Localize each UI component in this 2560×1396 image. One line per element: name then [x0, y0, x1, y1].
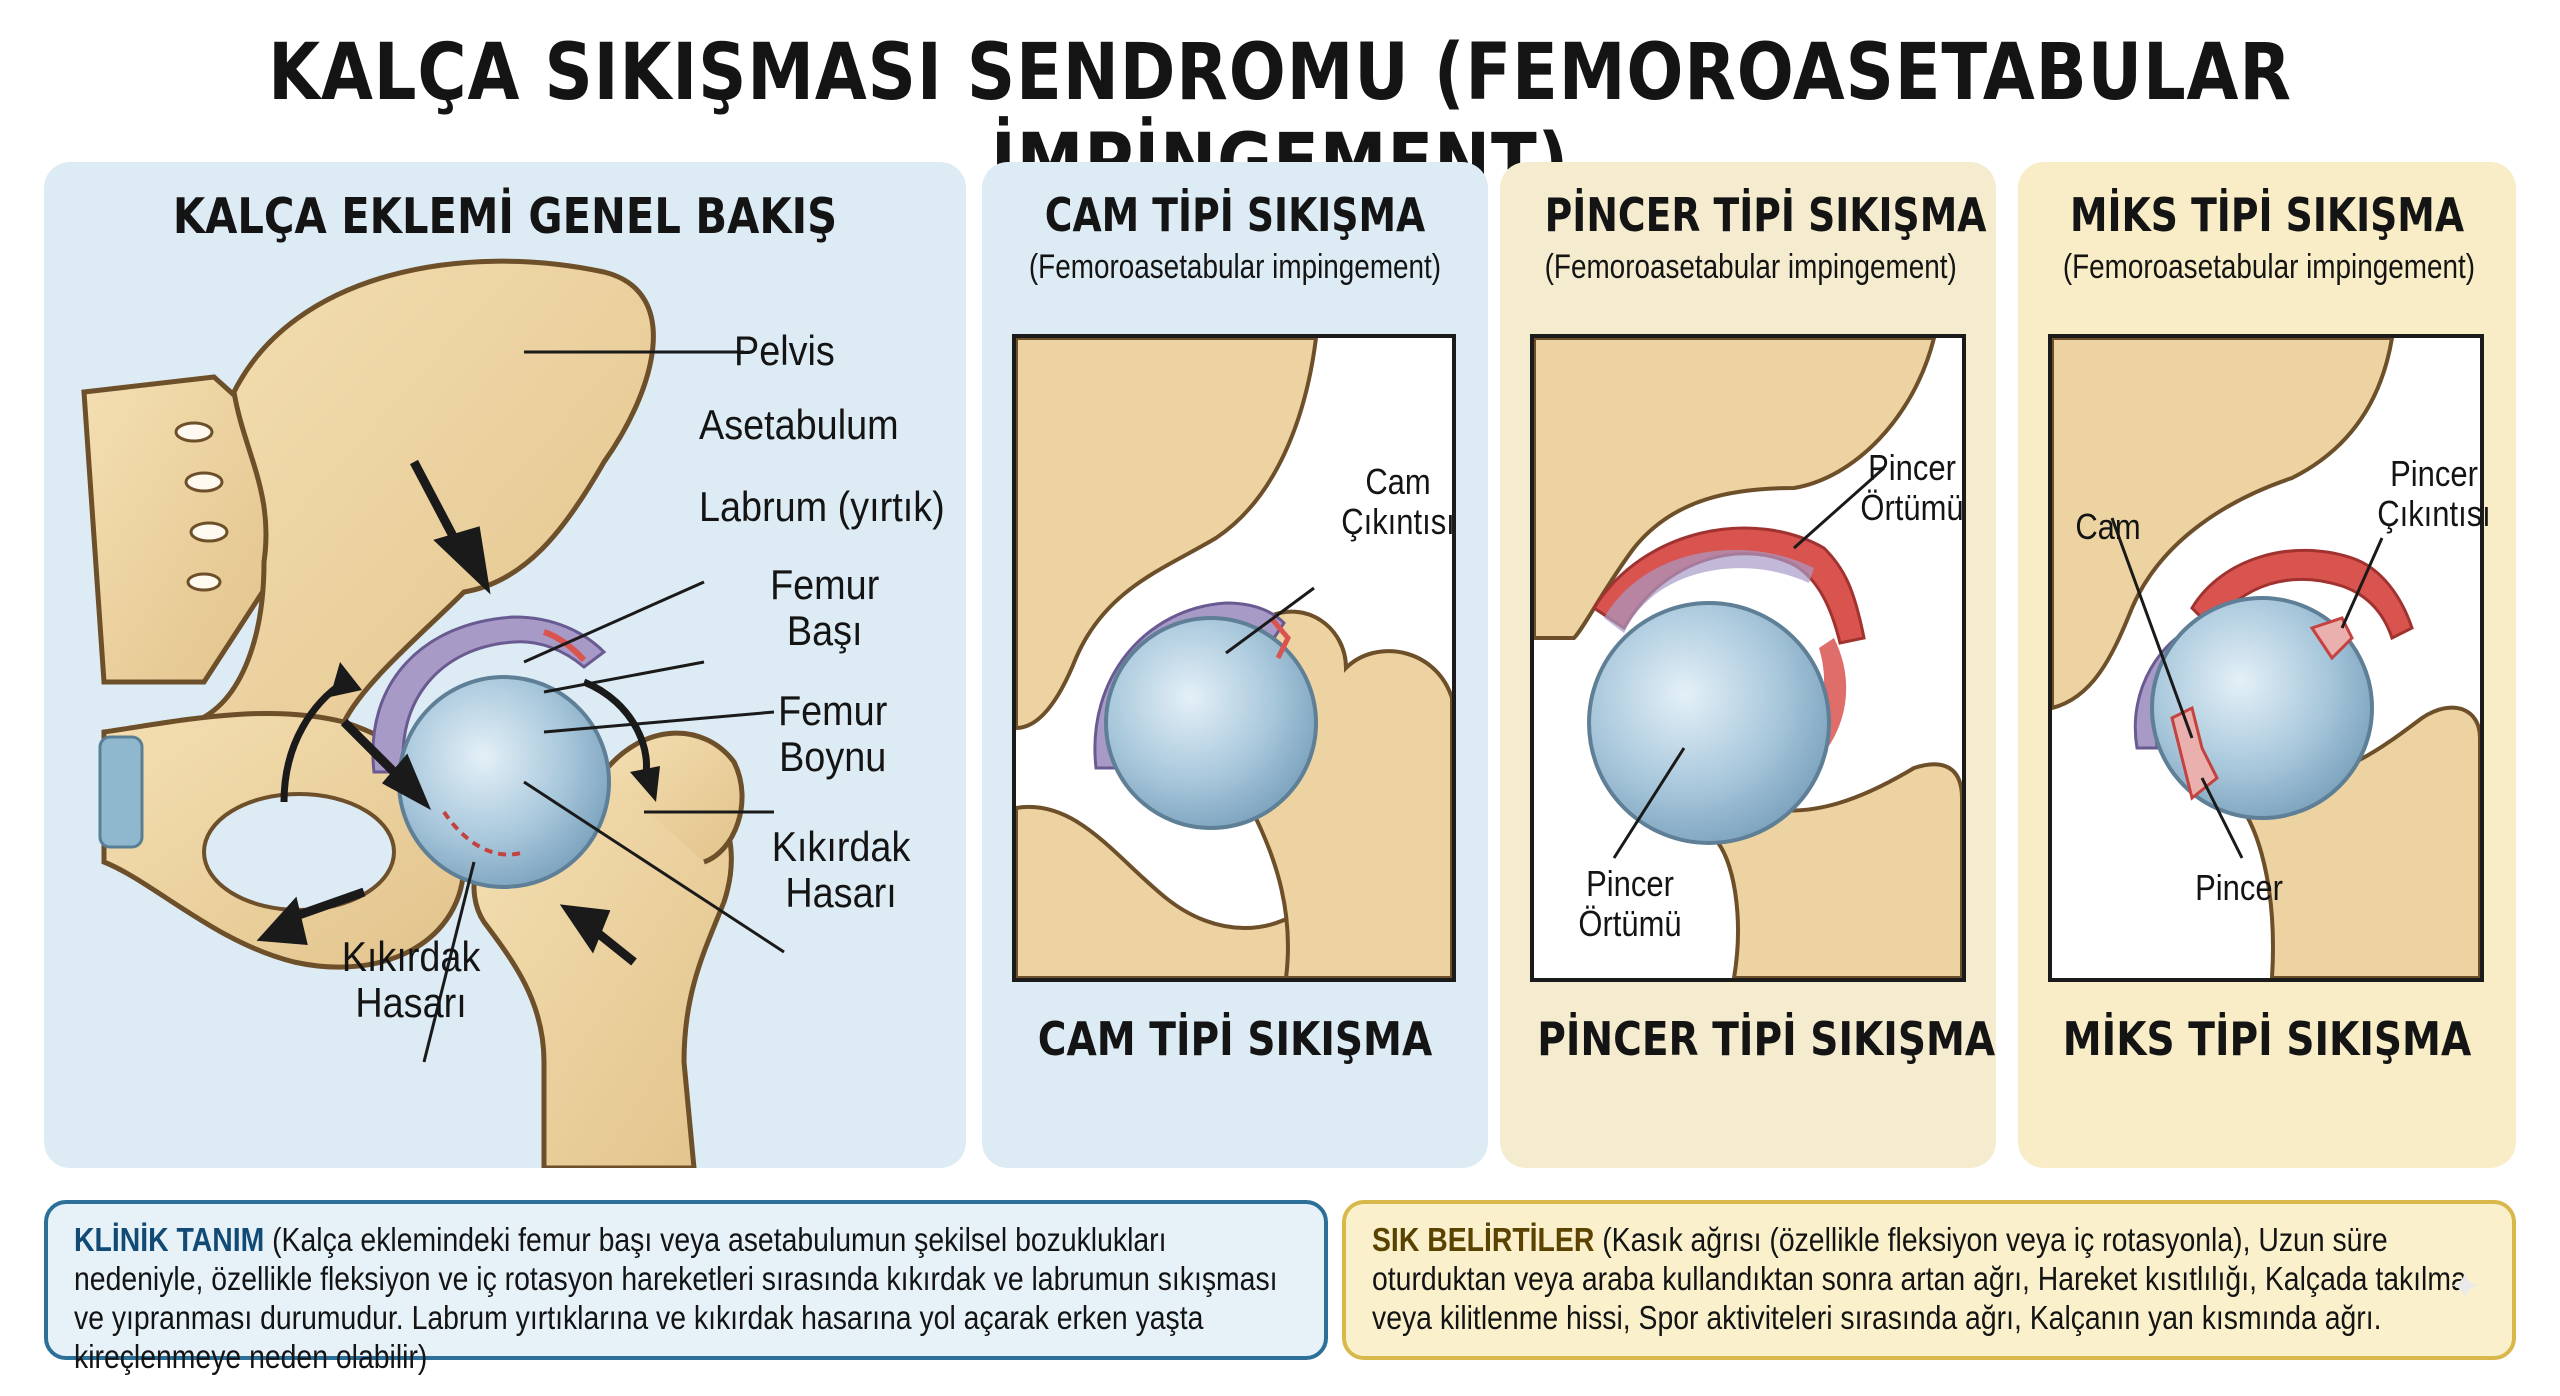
mixed-label-pincer-top: Pincer Çıkıntısı [2377, 453, 2491, 534]
clinical-definition-box: KLİNİK TANIM (Kalça eklemindeki femur ba… [44, 1200, 1328, 1375]
cam-heading: CAM TİPİ SIKIŞMA [1044, 188, 1426, 242]
sparkle-icon: ✦ [2448, 1265, 2482, 1309]
clinical-heading: KLİNİK TANIM [74, 1221, 265, 1258]
label-acetabulum: Asetabulum [699, 401, 899, 448]
mixed-illustration [2052, 338, 2480, 978]
label-femoral-head: Femur Başı [770, 561, 880, 654]
pincer-panel: PİNCER TİPİ SIKIŞMA (Femoroasetabular im… [1500, 162, 1996, 1168]
symptoms-box: SIK BELİRTİLER (Kasık ağrısı (özellikle … [1342, 1200, 2516, 1360]
pincer-label-top: Pincer Örtümü [1860, 447, 1964, 528]
label-femoral-neck: Femur Boynu [778, 687, 888, 780]
mixed-label-pincer-bottom: Pincer [2195, 867, 2283, 908]
pelvis-bone [161, 258, 656, 807]
pincer-subtitle: (Femoroasetabular impingement) [1544, 248, 1957, 286]
label-cartilage-damage-left: Kıkırdak Hasarı [341, 933, 481, 1026]
cam-panel: CAM TİPİ SIKIŞMA (Femoroasetabular impin… [982, 162, 1488, 1168]
mixed-label-cam: Cam [2075, 506, 2141, 547]
pincer-illustration [1534, 338, 1962, 978]
cam-illustration [1016, 338, 1452, 978]
label-labrum: Labrum (yırtık) [699, 483, 945, 530]
pincer-footer: PİNCER TİPİ SIKIŞMA [1537, 1012, 1996, 1066]
cam-illustration-frame [1012, 334, 1456, 982]
cam-label: Cam Çıkıntısı [1341, 461, 1455, 542]
mixed-subtitle: (Femoroasetabular impingement) [2062, 248, 2476, 286]
overview-heading: KALÇA EKLEMİ GENEL BAKIŞ [172, 188, 838, 245]
pincer-heading: PİNCER TİPİ SIKIŞMA [1544, 188, 1987, 242]
cam-subtitle: (Femoroasetabular impingement) [1028, 248, 1442, 286]
labrum [371, 615, 607, 774]
mixed-heading: MİKS TİPİ SIKIŞMA [2069, 188, 2465, 242]
mixed-illustration-frame [2048, 334, 2484, 982]
mixed-panel: MİKS TİPİ SIKIŞMA (Femoroasetabular impi… [2018, 162, 2516, 1168]
pincer-illustration-frame [1530, 334, 1966, 982]
clinical-text: (Kalça eklemindeki femur başı veya aseta… [74, 1221, 1278, 1375]
symptoms-text: (Kasık ağrısı (özellikle fleksiyon veya … [1372, 1221, 2467, 1336]
overview-panel: KALÇA EKLEMİ GENEL BAKIŞ [44, 162, 966, 1168]
hip-joint-illustration [81, 258, 785, 1168]
symptoms-heading: SIK BELİRTİLER [1372, 1221, 1595, 1258]
label-pelvis: Pelvis [734, 327, 835, 374]
cam-footer: CAM TİPİ SIKIŞMA [1037, 1012, 1433, 1066]
mixed-footer: MİKS TİPİ SIKIŞMA [2062, 1012, 2472, 1066]
label-cartilage-damage-right: Kıkırdak Hasarı [771, 823, 911, 916]
pincer-label-bottom: Pincer Örtümü [1578, 863, 1682, 944]
